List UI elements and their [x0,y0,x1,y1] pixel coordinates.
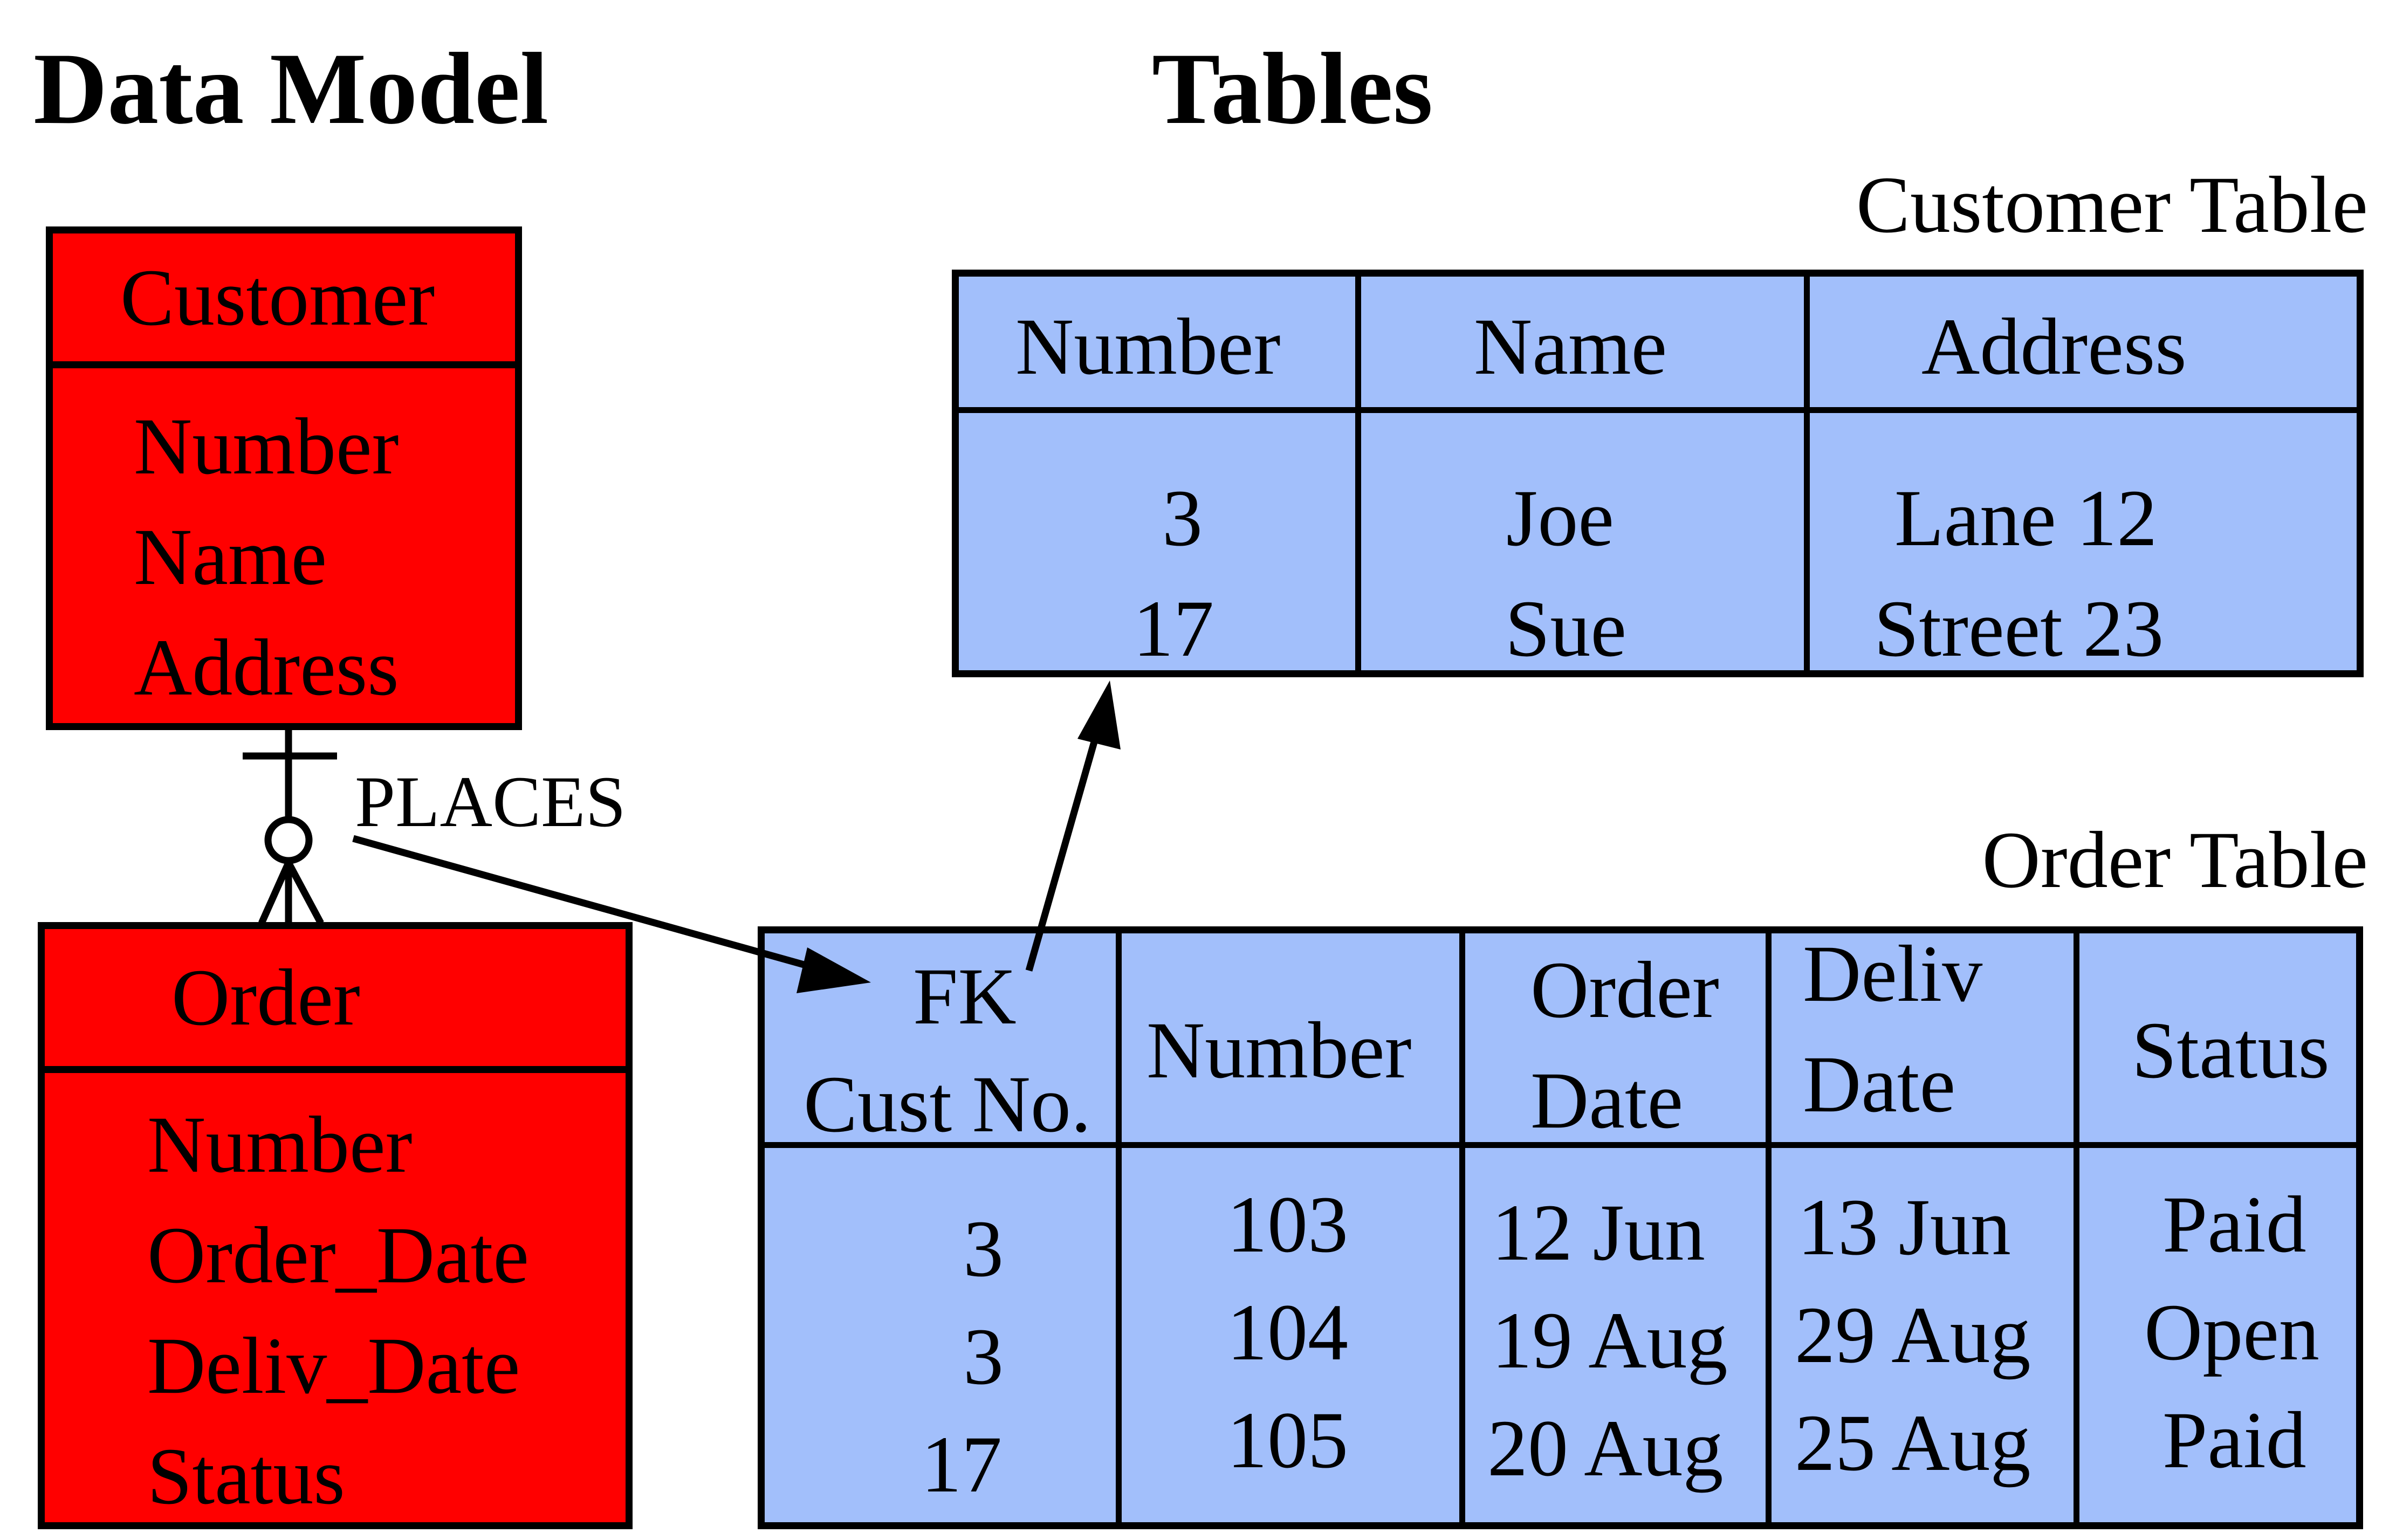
table-cell: 19 Aug [1492,1296,1728,1385]
customer-col-number: Number [1015,302,1281,391]
order-col-fk: FK [913,952,1017,1041]
table-cell: Street 23 [1874,584,2164,673]
table-cell: 29 Aug [1795,1290,2031,1380]
order-table-caption: Order Table [1982,815,2368,905]
order-attr-order-date: Order_Date [147,1211,529,1300]
order-entity-header: Order [45,929,626,1073]
column-divider [1459,933,1465,1522]
column-divider [2074,933,2079,1522]
table-cell: 13 Jun [1797,1182,2011,1272]
order-attr-status: Status [147,1432,345,1521]
tables-heading: Tables [1152,32,1433,146]
customer-table-caption: Customer Table [1856,160,2368,250]
table-cell: 12 Jun [1492,1188,1705,1277]
zero-circle [264,816,313,864]
customer-attr-number: Number [134,402,399,491]
order-col-order-date-1: Order [1530,945,1719,1035]
table-cell: 17 [1133,584,1214,673]
data-model-heading: Data Model [33,32,549,146]
table-cell: 103 [1227,1180,1348,1269]
table-cell: Paid [2162,1395,2306,1485]
order-table: FK Cust No. Number Order Date Deliv Date… [758,926,2363,1529]
table-cell: 17 [921,1420,1002,1509]
crows-foot-right [285,861,324,925]
table-cell: 25 Aug [1795,1398,2031,1488]
order-entity[interactable]: Order Number Order_Date Deliv_Date Statu… [38,922,633,1529]
customer-col-name: Name [1474,302,1667,391]
customer-attr-name: Name [134,512,327,602]
table-cell: 3 [963,1312,1004,1401]
column-divider [1355,277,1361,670]
table-cell: 3 [963,1204,1004,1294]
table-cell: Lane 12 [1894,473,2158,563]
crows-foot-left [258,861,292,925]
order-attr-deliv-date: Deliv_Date [147,1321,520,1411]
order-col-order-date-2: Date [1530,1056,1684,1145]
order-attr-number: Number [147,1100,413,1190]
column-divider [1804,277,1810,670]
table-cell: Paid [2162,1180,2306,1269]
order-col-fk-cust-no: Cust No. [804,1060,1091,1149]
order-col-status: Status [2132,1006,2330,1095]
customer-col-address: Address [1921,302,2187,391]
table-cell: Joe [1506,473,1614,563]
places-relationship-connector [243,730,337,925]
column-divider [1116,933,1122,1522]
table-cell: Open [2144,1288,2319,1377]
order-col-number: Number [1146,1006,1412,1095]
table-cell: 105 [1227,1395,1348,1485]
header-divider [959,407,2357,413]
table-cell: Sue [1505,584,1626,673]
order-entity-title: Order [171,953,360,1042]
customer-attr-address: Address [134,623,399,712]
table-cell: 104 [1227,1288,1348,1377]
header-divider [765,1142,2356,1148]
customer-table: Number Name Address 3 17 Joe Sue Lane 12… [952,270,2364,677]
relationship-label: PLACES [355,762,626,842]
customer-entity-title: Customer [120,252,435,342]
customer-entity-header: Customer [53,233,515,368]
customer-entity[interactable]: Customer Number Name Address [46,226,522,730]
table-cell: 20 Aug [1487,1404,1724,1493]
column-divider [1766,933,1772,1522]
table-cell: 3 [1162,473,1203,563]
order-col-deliv-date-1: Deliv [1803,929,1983,1019]
order-col-deliv-date-2: Date [1803,1040,1956,1129]
